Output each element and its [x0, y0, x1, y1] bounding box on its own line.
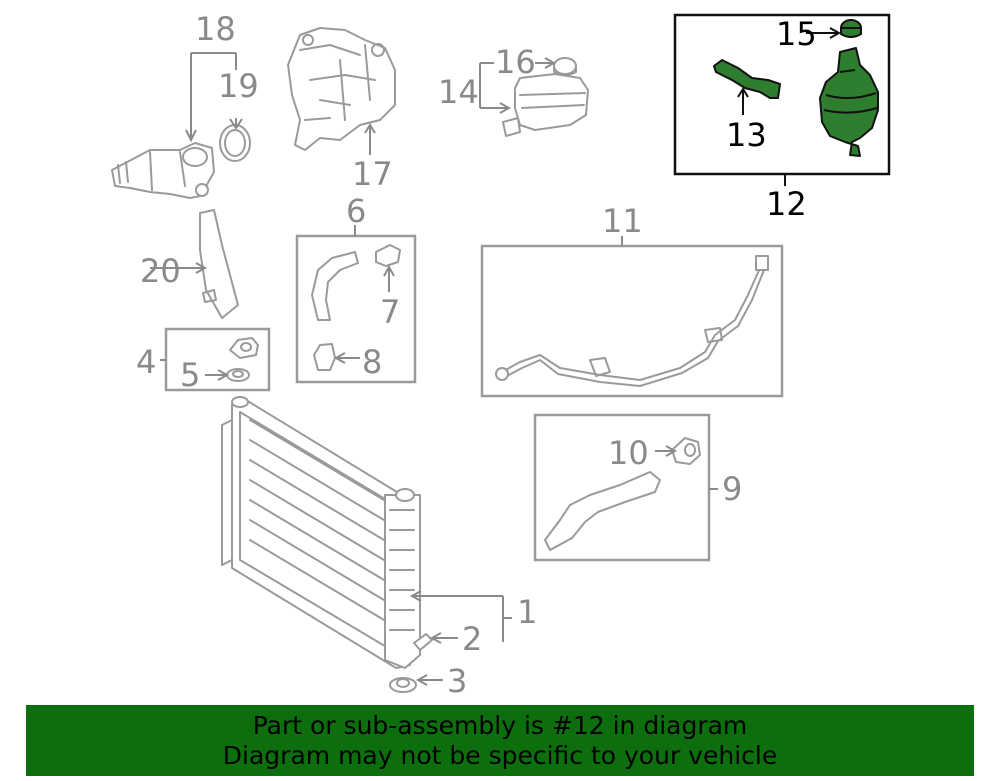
thermostat-housing-17: [287, 27, 396, 151]
connector-7: [375, 244, 401, 267]
grommet-5: [226, 368, 250, 382]
callout-10: 10: [608, 434, 649, 472]
callout-9: 9: [722, 470, 742, 508]
o-ring-19: [219, 124, 251, 162]
callout-5: 5: [180, 356, 200, 394]
pipe-11: [495, 255, 769, 387]
radiator-1: [221, 396, 421, 669]
callout-3: 3: [447, 662, 467, 700]
banner-line-2: Diagram may not be specific to your vehi…: [222, 740, 778, 770]
banner-line-1: Part or sub-assembly is #12 in diagram: [252, 710, 748, 740]
callout-2: 2: [462, 620, 482, 658]
hose-20: [199, 209, 239, 319]
cap-15[interactable]: [840, 19, 862, 38]
drain-plug-2: [413, 633, 433, 651]
hose-9: [544, 471, 661, 551]
callout-4: 4: [136, 343, 156, 381]
callout-19: 19: [218, 67, 259, 105]
callout-18: 18: [195, 10, 236, 48]
group-9-box: [533, 413, 711, 562]
callout-17: 17: [352, 155, 393, 193]
callout-20: 20: [140, 252, 181, 290]
expansion-tank-12[interactable]: [819, 47, 879, 157]
connector-10: [671, 437, 701, 465]
callout-8: 8: [362, 343, 382, 381]
group-11-box: [480, 244, 784, 398]
callout-1: 1: [517, 593, 537, 631]
connector-8: [313, 343, 336, 371]
hose-13[interactable]: [713, 59, 781, 99]
callout-14: 14: [438, 73, 479, 111]
hose-6: [311, 251, 359, 321]
callout-13: 13: [726, 116, 767, 154]
callout-11: 11: [602, 202, 643, 240]
callout-15: 15: [776, 15, 817, 53]
info-banner: Part or sub-assembly is #12 in diagram D…: [26, 705, 974, 776]
cap-16: [553, 57, 577, 76]
bracket-4: [229, 337, 259, 359]
mount-3: [389, 677, 417, 693]
callout-16: 16: [495, 43, 536, 81]
callout-12: 12: [766, 185, 807, 223]
callout-7: 7: [380, 293, 400, 331]
reservoir-14: [502, 73, 589, 137]
callout-6: 6: [346, 192, 366, 230]
pipe-assembly-18: [111, 142, 215, 199]
assembly-12-box[interactable]: [673, 13, 891, 176]
